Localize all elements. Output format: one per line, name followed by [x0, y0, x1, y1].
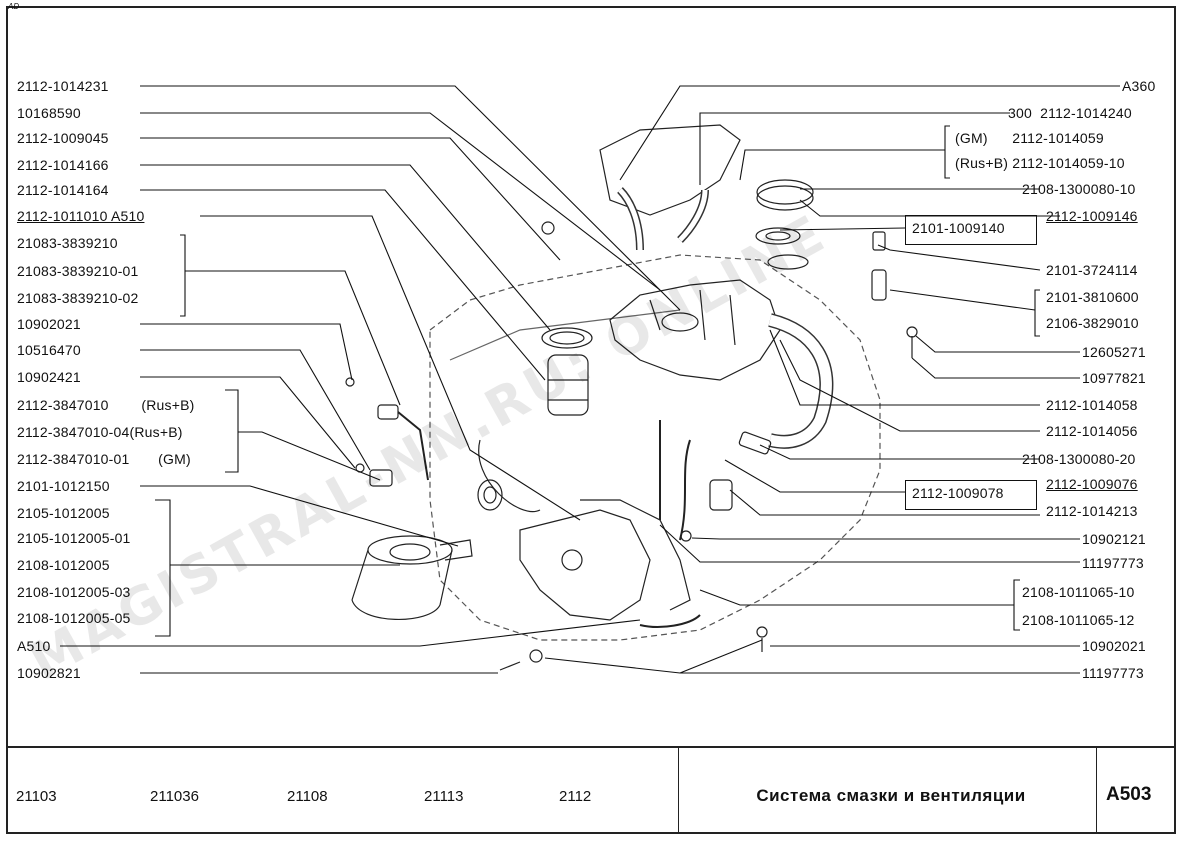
part-label: 10977821	[1082, 370, 1146, 386]
model-code: 21113	[424, 788, 464, 805]
part-label: 2101-3724114	[1046, 262, 1138, 278]
model-code: 211036	[150, 788, 199, 805]
part-label: 2105-1012005-01	[17, 530, 131, 546]
part-label: 10902821	[17, 665, 81, 681]
part-label: 2112-1014213	[1046, 503, 1138, 519]
part-label: 2112-1014056	[1046, 423, 1138, 439]
divider	[678, 748, 679, 834]
sheet-code: A503	[1106, 784, 1152, 805]
part-label: 10902121	[1082, 531, 1146, 547]
part-label: 12605271	[1082, 344, 1146, 360]
part-label: 10902021	[17, 316, 81, 332]
part-label: 2112-3847010-01 (GM)	[17, 451, 191, 467]
part-label: 2112-1014058	[1046, 397, 1138, 413]
part-label: 300 2112-1014240	[1008, 105, 1132, 121]
part-label: (Rus+B) 2112-1014059-10	[955, 155, 1125, 171]
label-box	[905, 480, 1037, 510]
part-label: A510	[17, 638, 51, 654]
part-label: 2101-3810600	[1046, 289, 1139, 305]
part-label: 11197773	[1082, 555, 1144, 571]
part-label: 2101-1012150	[17, 478, 110, 494]
corner-mark: AD	[8, 2, 20, 11]
part-label: 2112-1014164	[17, 182, 109, 198]
part-label: 2108-1300080-20	[1022, 451, 1136, 467]
model-code: 21103	[16, 788, 57, 805]
part-label: 2105-1012005	[17, 505, 110, 521]
label-box	[905, 215, 1037, 245]
part-label: (GM) 2112-1014059	[955, 130, 1104, 146]
title-block: 21103 211036 21108 21113 2112 Система см…	[6, 746, 1176, 834]
part-label: 2108-1300080-10	[1022, 181, 1136, 197]
part-label: 2101-1009140	[912, 220, 1005, 236]
part-label: 2112-1009076	[1046, 476, 1138, 492]
model-code: 21108	[287, 788, 328, 805]
part-label: 2112-1014166	[17, 157, 109, 173]
part-label: 2112-3847010 (Rus+B)	[17, 397, 195, 413]
part-label: 2112-1009045	[17, 130, 109, 146]
part-label: 2112-1009146	[1046, 208, 1138, 224]
part-label: A360	[1122, 78, 1156, 94]
part-label: 2108-1012005-05	[17, 610, 131, 626]
part-label: 2112-1014231	[17, 78, 109, 94]
part-label: 21083-3839210	[17, 235, 118, 251]
part-label: 10168590	[17, 105, 81, 121]
part-label: 2112-1011010 A510	[17, 208, 145, 224]
part-label: 21083-3839210-01	[17, 263, 139, 279]
part-label: 2106-3829010	[1046, 315, 1139, 331]
part-label: 10902021	[1082, 638, 1146, 654]
divider	[1096, 748, 1097, 834]
part-label: 2108-1012005-03	[17, 584, 131, 600]
part-label: 2112-3847010-04(Rus+B)	[17, 424, 183, 440]
part-label: 2108-1012005	[17, 557, 110, 573]
drawing-frame	[6, 6, 1176, 834]
model-code: 2112	[559, 788, 592, 805]
part-label: 2108-1011065-12	[1022, 612, 1135, 628]
part-label: 2112-1009078	[912, 485, 1004, 501]
part-label: 11197773	[1082, 665, 1144, 681]
part-label: 10516470	[17, 342, 81, 358]
part-label: 10902421	[17, 369, 81, 385]
part-label: 2108-1011065-10	[1022, 584, 1135, 600]
part-label: 21083-3839210-02	[17, 290, 139, 306]
page-title: Система смазки и вентиляции	[756, 786, 1026, 805]
